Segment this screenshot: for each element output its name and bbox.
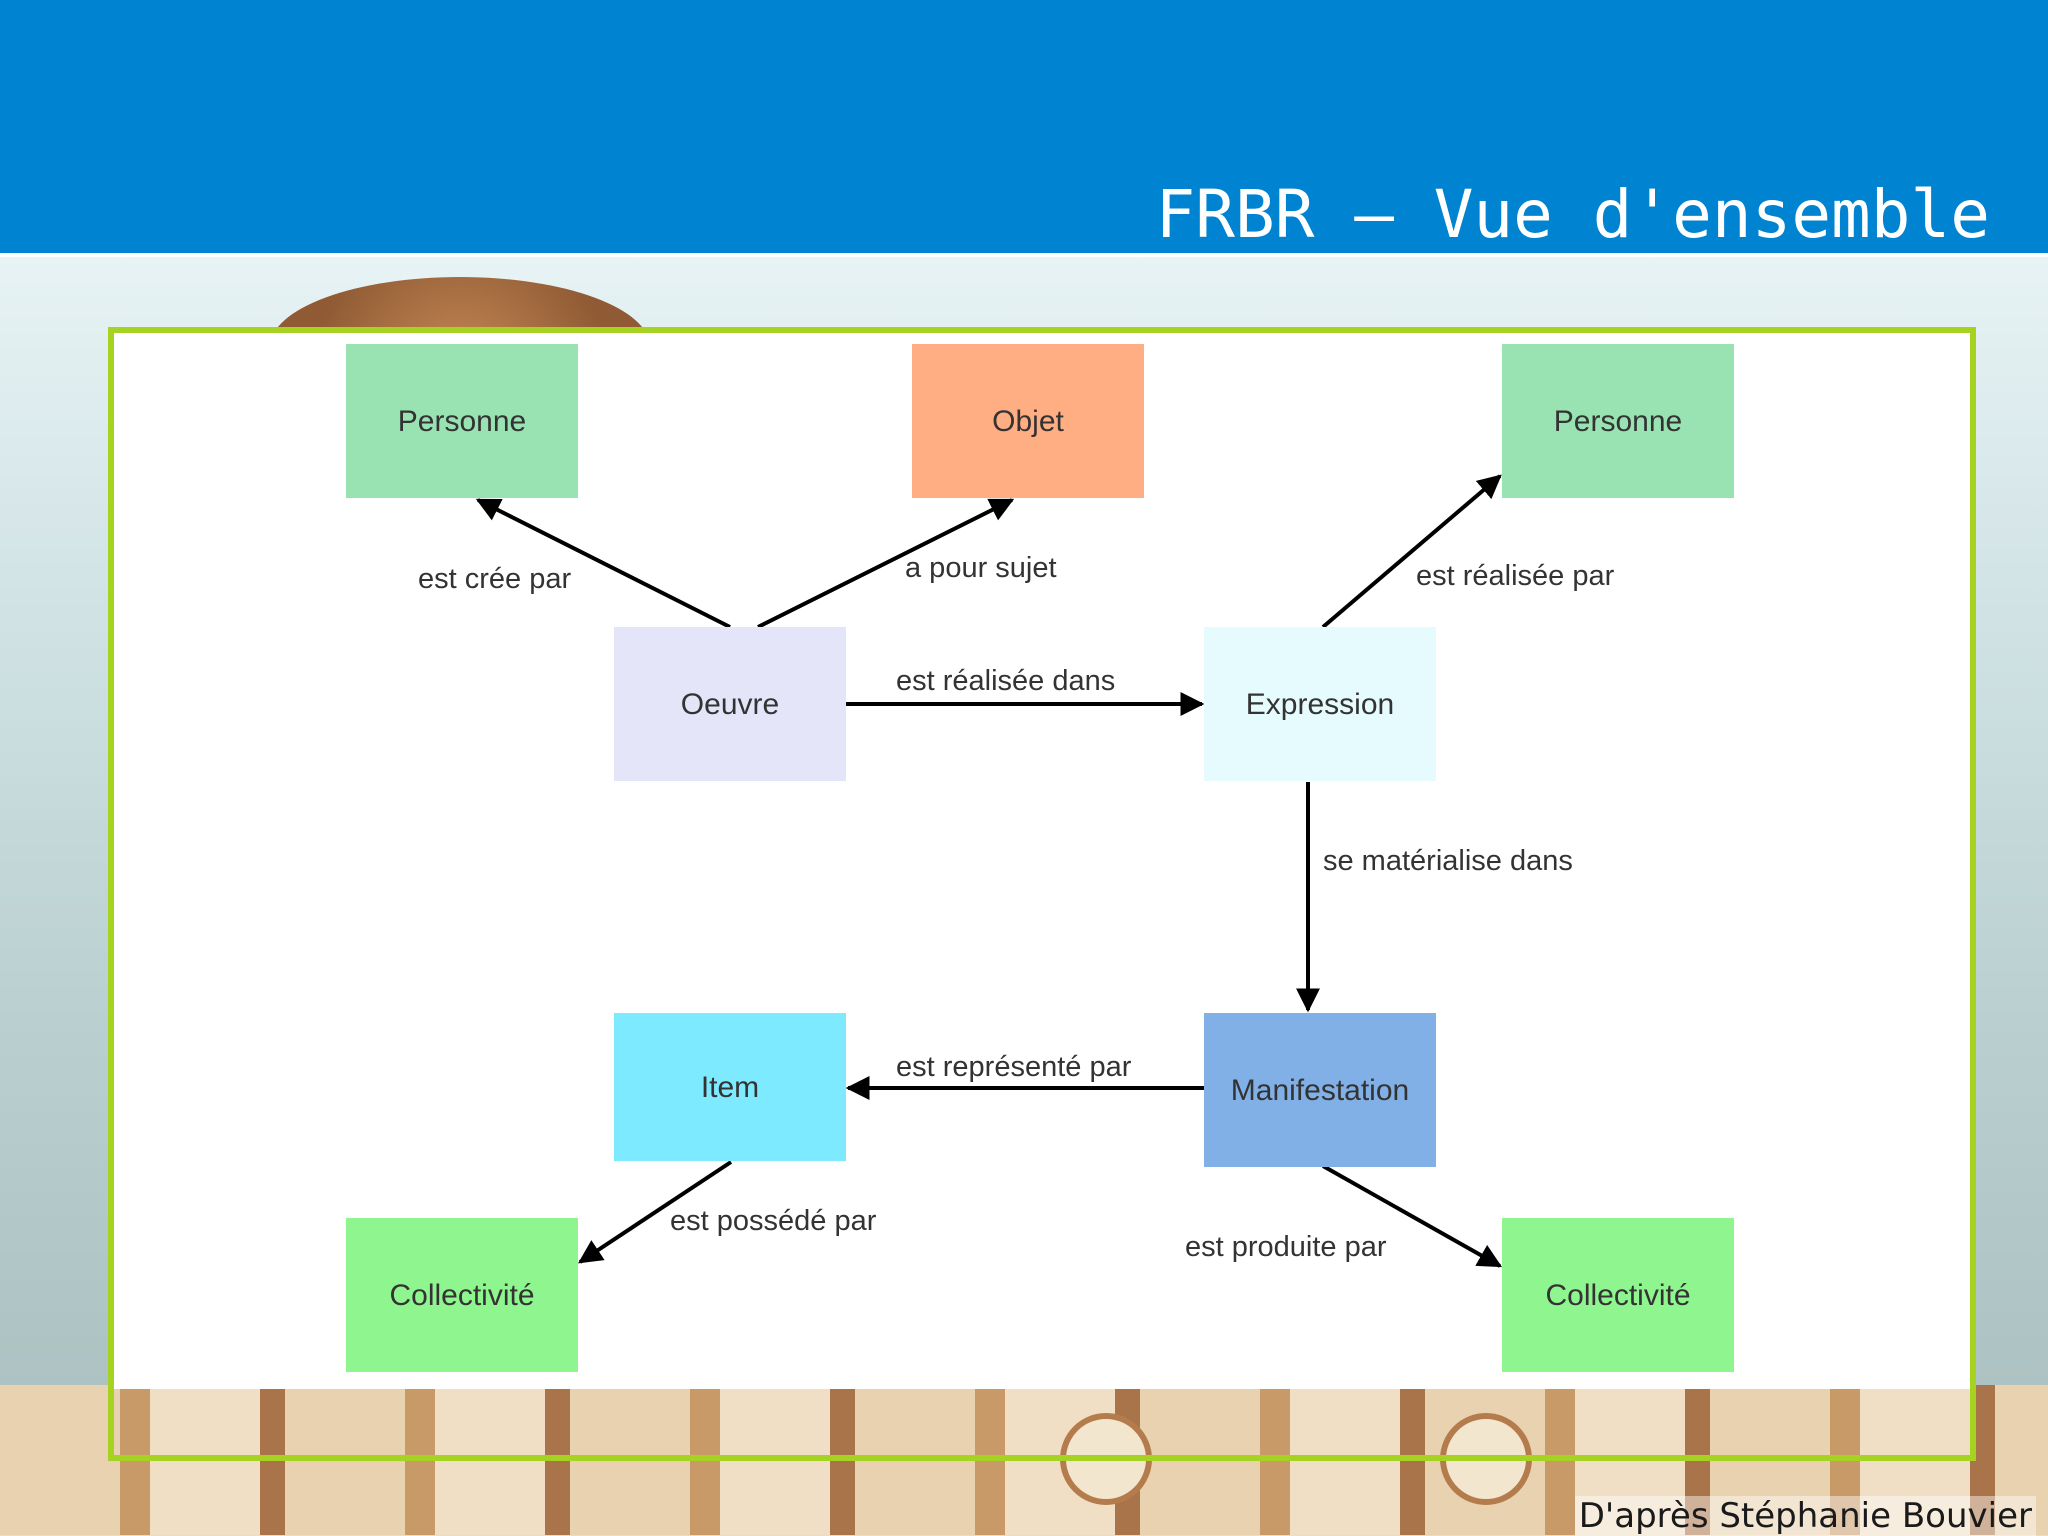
node-collectivite1: Collectivité — [346, 1218, 578, 1372]
diagram-background — [114, 333, 1970, 1389]
node-expression: Expression — [1204, 627, 1436, 781]
edge-oeuvre-personne1 — [475, 498, 731, 629]
edge-item-collectivite1 — [577, 1160, 733, 1264]
node-box — [1502, 1218, 1734, 1372]
node-label: Expression — [1246, 688, 1394, 721]
node-personne1: Personne — [346, 344, 578, 498]
node-label: Personne — [1554, 405, 1682, 438]
edge-label: est représenté par — [896, 1051, 1132, 1083]
node-oeuvre: Oeuvre — [614, 627, 846, 781]
edge-label: a pour sujet — [905, 552, 1057, 584]
node-box — [1502, 344, 1734, 498]
node-personne2: Personne — [1502, 344, 1734, 498]
edge-label: est crée par — [418, 563, 571, 595]
node-label: Collectivité — [1545, 1279, 1690, 1312]
credit-text: D'après Stéphanie Bouvier — [1574, 1496, 2036, 1536]
edge-oeuvre-objet — [757, 498, 1015, 629]
slide-title: FRBR – Vue d'ensemble — [1155, 176, 1990, 253]
edge-labels: est crée par a pour sujet est réalisée p… — [418, 552, 1615, 1263]
edge-label: se matérialise dans — [1323, 845, 1573, 877]
node-label: Personne — [398, 405, 526, 438]
node-label: Collectivité — [389, 1279, 534, 1312]
diagram-frame — [108, 327, 1976, 1461]
node-box — [614, 627, 846, 781]
edges — [475, 474, 1503, 1268]
node-objet: Objet — [912, 344, 1144, 498]
edge-label: est réalisée par — [1416, 560, 1615, 592]
edge-manifestation-collectivite2 — [1322, 1164, 1503, 1268]
edge-label: est possédé par — [670, 1205, 877, 1237]
node-item: Item — [614, 1013, 846, 1161]
node-box — [614, 1013, 846, 1161]
node-label: Oeuvre — [681, 688, 779, 721]
node-label: Item — [701, 1071, 759, 1104]
node-label: Objet — [992, 405, 1064, 438]
node-collectivite2: Collectivité — [1502, 1218, 1734, 1372]
edge-label: est réalisée dans — [896, 665, 1115, 697]
node-manifestation: Manifestation — [1204, 1013, 1436, 1167]
edge-label: est produite par — [1185, 1231, 1387, 1263]
slide-header — [0, 0, 2048, 253]
header-divider — [0, 253, 2048, 257]
node-box — [1204, 627, 1436, 781]
node-box — [346, 1218, 578, 1372]
node-label: Manifestation — [1231, 1074, 1409, 1107]
node-box — [1204, 1013, 1436, 1167]
node-box — [346, 344, 578, 498]
node-box — [912, 344, 1144, 498]
edge-expression-personne2 — [1321, 474, 1502, 629]
